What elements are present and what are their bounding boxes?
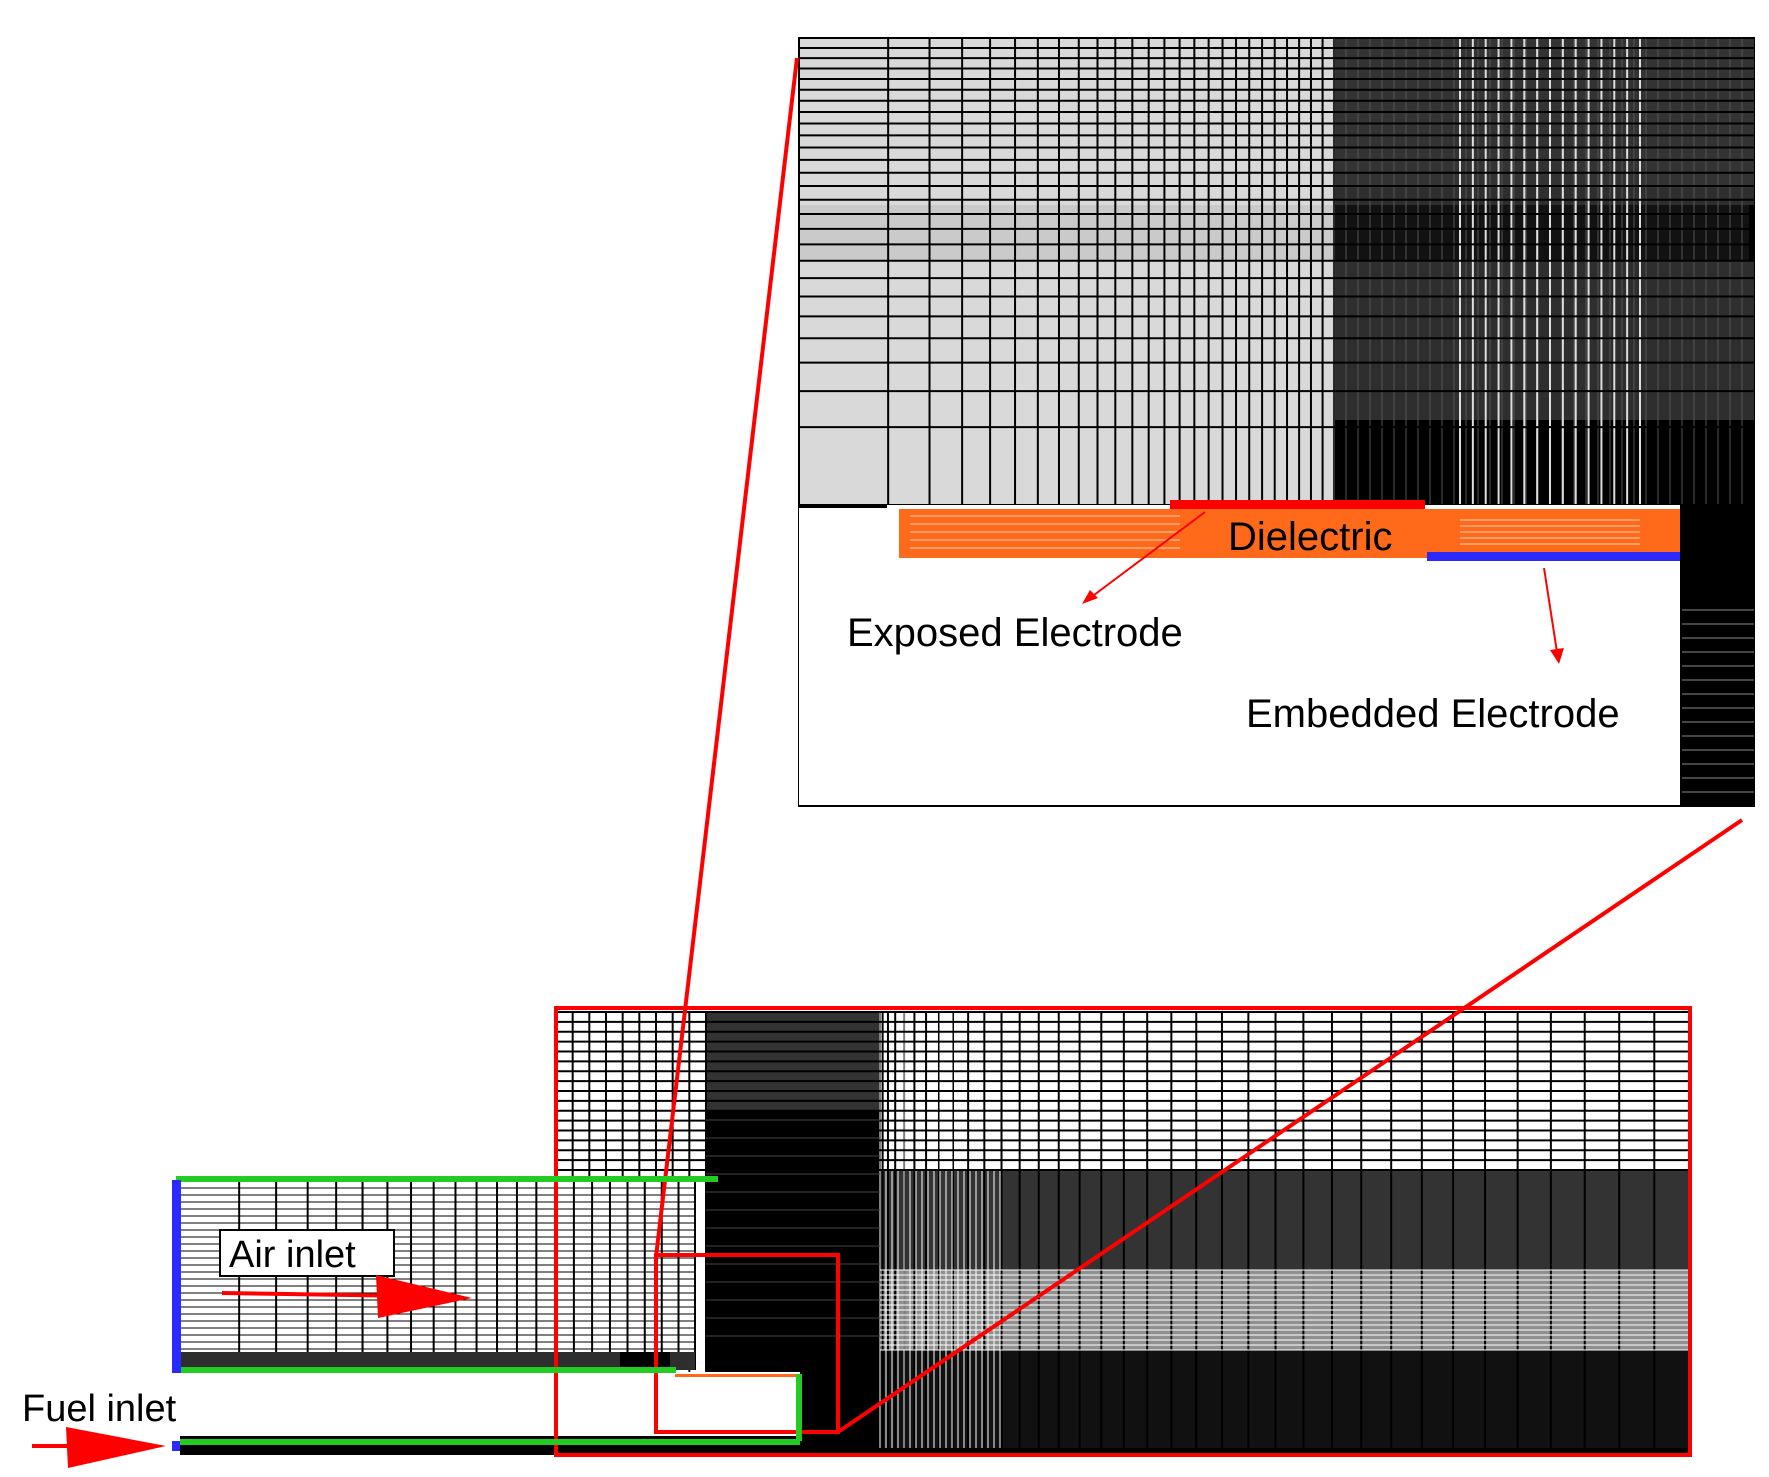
embedded-electrode-label: Embedded Electrode	[1246, 692, 1620, 736]
air-channel-top-wall	[176, 1176, 718, 1182]
exposed-electrode-arrow	[1089, 511, 1206, 599]
fuel-inlet-arrowhead	[66, 1427, 166, 1468]
air-inlet-boundary	[172, 1180, 181, 1373]
embedded-electrode-bar	[1427, 552, 1680, 561]
zoom-connector-right	[836, 818, 1744, 1434]
dielectric-mesh-lines	[910, 515, 1640, 549]
dielectric-label: Dielectric	[1228, 515, 1392, 559]
embedded-electrode-arrowhead	[1550, 648, 1564, 664]
fuel-inlet-label: Fuel inlet	[22, 1388, 177, 1430]
zoom-mesh-horizontal-lines	[799, 37, 1754, 506]
exposed-electrode-bar	[1170, 500, 1425, 509]
exposed-electrode-label: Exposed Electrode	[847, 611, 1183, 655]
dielectric-block	[899, 509, 1680, 558]
main-mesh: Air inlet Fuel inlet	[22, 57, 1744, 1468]
exposed-electrode-arrowhead	[1082, 590, 1098, 604]
fuel-channel-end-wall	[796, 1374, 802, 1441]
zoom-inset: Dielectric Exposed Electrode Embedded El…	[798, 37, 1755, 807]
fuel-channel-bottom-wall	[180, 1439, 800, 1445]
air-inlet-label-box	[219, 1229, 395, 1277]
air-channel-bottom-wall	[176, 1367, 676, 1373]
zoom-region-box	[654, 1253, 840, 1434]
fuel-inlet-boundary	[172, 1441, 180, 1451]
main-mesh-horizontal-lines	[556, 1011, 1690, 1351]
outer-domain-outline	[554, 1006, 1692, 1457]
zoom-right-mesh-lines	[1682, 609, 1754, 793]
air-inlet-arrowhead	[376, 1275, 472, 1318]
embedded-electrode-arrow	[1543, 567, 1558, 653]
zoom-connector-left	[654, 57, 799, 1258]
air-inlet-label: Air inlet	[229, 1234, 356, 1276]
